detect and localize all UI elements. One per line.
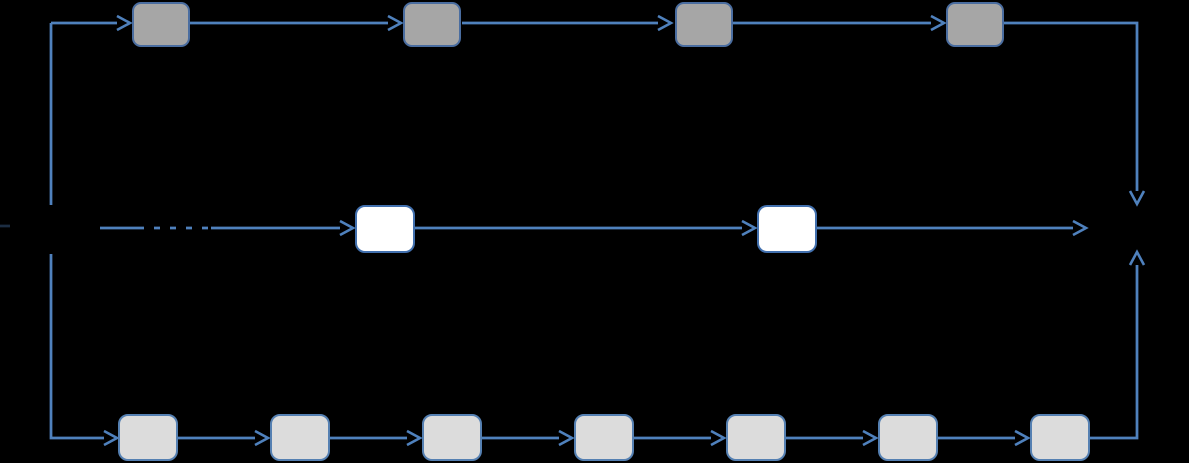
top-row [132,2,1004,47]
top-node [674,2,733,47]
middle-row [355,205,817,253]
bottom-node [118,414,178,461]
obscured-merge-node [1089,206,1185,252]
middle-node [355,205,415,253]
bottom-node [574,414,634,461]
bottom-node [878,414,938,461]
connector-top-to-merge [1004,21,1146,207]
bottom-row [118,414,1090,461]
top-node [403,2,462,47]
bottom-node [422,414,482,461]
spine-left-lower-to-bottom-row [49,254,120,447]
bottom-node [726,414,786,461]
top-node [945,2,1004,47]
bottom-node [270,414,330,461]
middle-node [757,205,817,253]
obscured-source-node [0,205,100,254]
top-node [132,2,190,47]
connector-bottom-to-merge [1090,249,1146,440]
bottom-node [1030,414,1090,461]
